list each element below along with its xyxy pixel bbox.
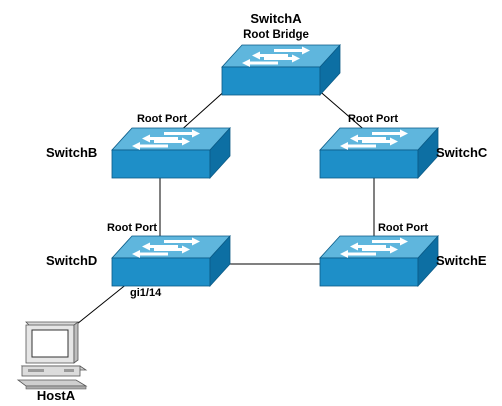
switch-e-name: SwitchE bbox=[436, 253, 487, 268]
switch-c-root-port: Root Port bbox=[348, 113, 398, 125]
switch-d-root-port: Root Port bbox=[107, 222, 157, 234]
switch-b-root-port: Root Port bbox=[137, 113, 187, 125]
link-switcha-switchb bbox=[177, 87, 229, 134]
switch-a[interactable] bbox=[221, 44, 341, 96]
switch-b-name: SwitchB bbox=[46, 145, 97, 160]
host-a[interactable] bbox=[16, 321, 88, 390]
links-layer bbox=[71, 87, 375, 329]
network-switch-icon bbox=[111, 127, 231, 179]
switch-a-role: Root Bridge bbox=[243, 29, 309, 41]
switch-d[interactable] bbox=[111, 235, 231, 287]
host-a-name: HostA bbox=[37, 388, 76, 403]
switch-e-root-port: Root Port bbox=[378, 222, 428, 234]
desktop-computer-icon bbox=[16, 321, 88, 390]
network-switch-icon bbox=[319, 235, 439, 287]
switch-c-name: SwitchC bbox=[436, 145, 488, 160]
switch-a-name: SwitchA bbox=[250, 11, 302, 26]
network-switch-icon bbox=[111, 235, 231, 287]
switch-e[interactable] bbox=[319, 235, 439, 287]
switch-b[interactable] bbox=[111, 127, 231, 179]
link-switchd-hosta bbox=[71, 282, 129, 329]
network-switch-icon bbox=[221, 44, 341, 96]
network-switch-icon bbox=[319, 127, 439, 179]
switch-d-name: SwitchD bbox=[46, 253, 97, 268]
labels-layer: SwitchA Root Bridge Root Port SwitchB Ro… bbox=[37, 11, 488, 403]
switch-d-interface-label: gi1/14 bbox=[130, 287, 162, 299]
switch-c[interactable] bbox=[319, 127, 439, 179]
link-switcha-switchc bbox=[315, 87, 369, 134]
